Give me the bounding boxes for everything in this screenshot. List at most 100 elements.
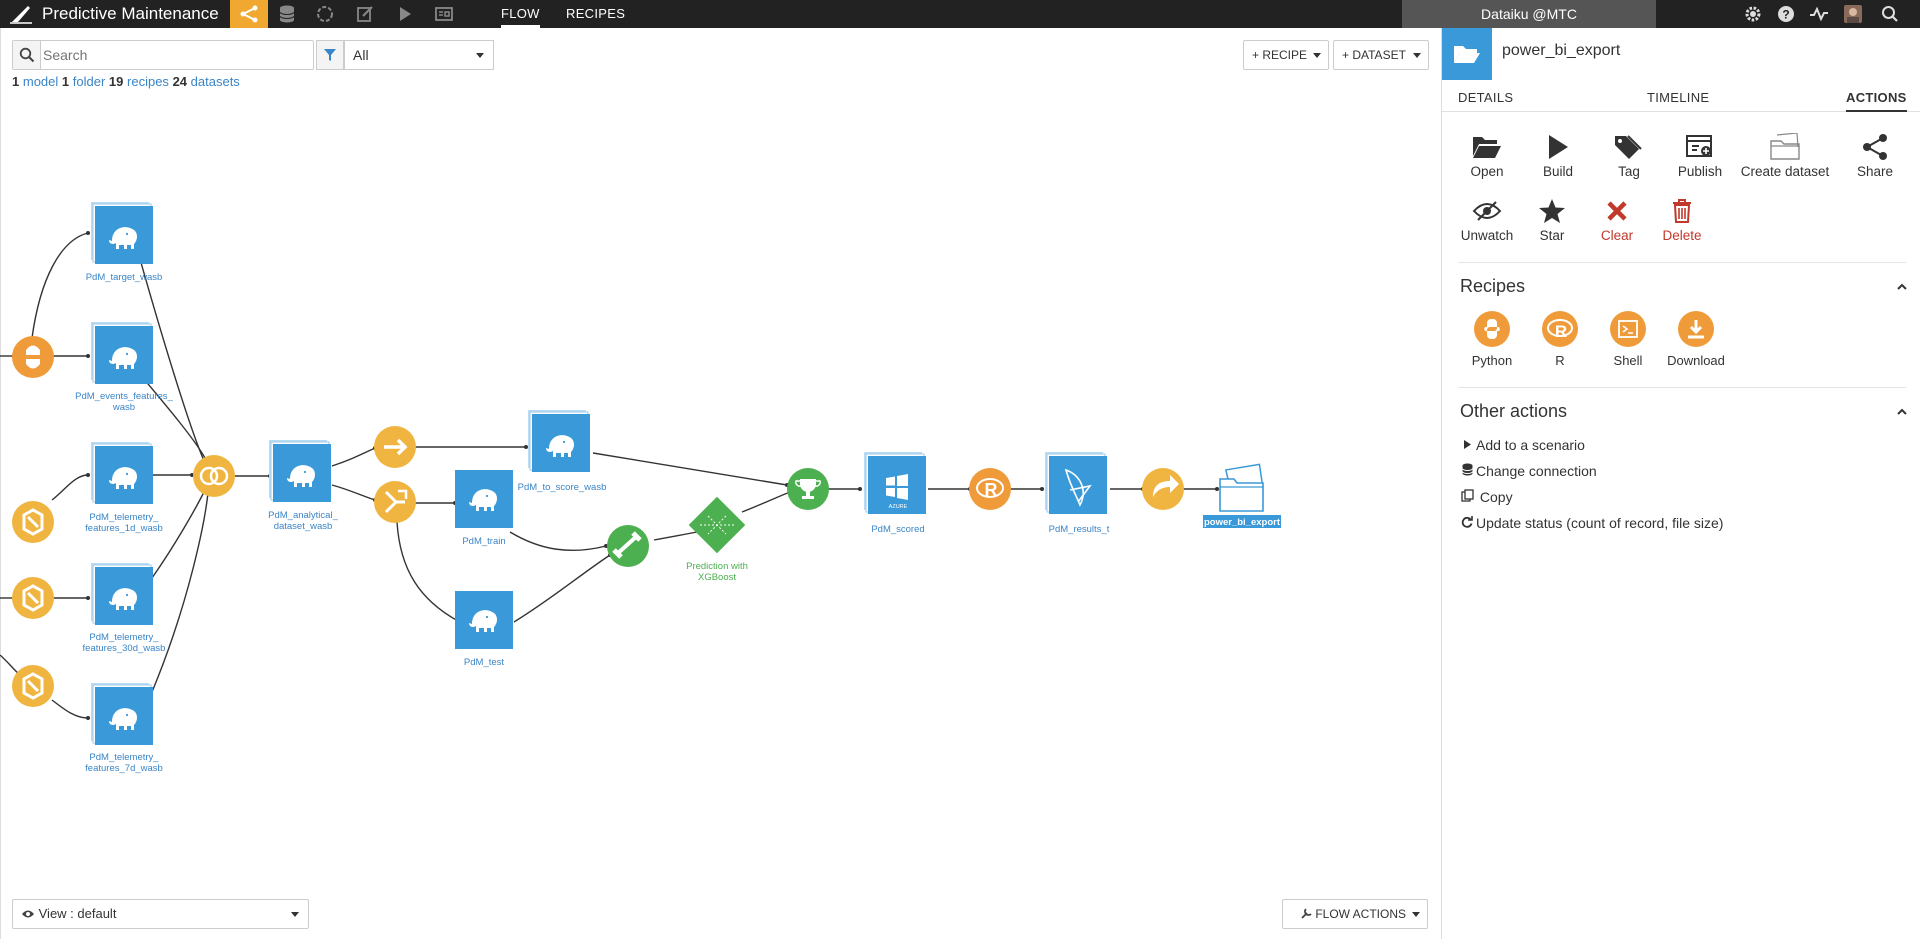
join-recipe-node[interactable] [193,455,235,497]
chevron-up-icon[interactable] [1897,407,1907,417]
share-action[interactable]: Share [1839,132,1911,182]
build-action[interactable]: Build [1522,132,1594,182]
managed-folder-node[interactable]: power_bi_export [1203,463,1281,528]
filter-select[interactable]: All [344,40,494,70]
dataset-node-telemetry-7d[interactable]: PdM_telemetry_ features_7d_wasb [85,682,163,774]
window-recipe-node-1[interactable] [12,501,54,543]
tab-flow[interactable]: FLOW [501,0,540,28]
dataset-node-analytical[interactable]: PdM_analytical_ dataset_wasb [268,439,339,532]
python-recipe-node[interactable] [12,336,54,378]
activity-icon[interactable] [1809,4,1829,24]
window-recipe-node-2[interactable] [12,577,54,619]
unwatch-action[interactable]: Unwatch [1451,196,1523,246]
delete-label: Delete [1662,228,1702,243]
folders-link[interactable]: folder [72,74,106,89]
flow-icon[interactable] [230,0,268,28]
chevron-up-icon[interactable] [1897,282,1907,292]
lab-icon[interactable] [306,0,344,28]
change-connection-action[interactable]: Change connection [1460,461,1597,481]
window-recipe-node-3[interactable] [12,665,54,707]
models-link[interactable]: model [22,74,59,89]
add-recipe-button[interactable]: + RECIPE [1243,40,1329,70]
notebook-icon[interactable] [346,0,384,28]
recipes-section-title[interactable]: Recipes [1460,276,1526,296]
dataset-node-telemetry-1d[interactable]: PdM_telemetry_ features_1d_wasb [85,441,163,534]
star-action[interactable]: Star [1516,196,1588,246]
flow-canvas[interactable] [0,28,1440,939]
search-input[interactable] [43,43,311,67]
dataset-node-train[interactable]: PdM_train [455,470,513,547]
copy-action[interactable]: Copy [1460,487,1513,507]
view-select[interactable]: View : default [12,899,309,929]
shell-recipe-button[interactable]: Shell [1593,311,1663,368]
dataset-label: dataset_wasb [274,521,333,532]
gear-icon[interactable] [1743,4,1763,24]
dataiku-logo-icon[interactable] [6,3,36,25]
model-label: Prediction with [686,561,748,572]
download-recipe-button[interactable]: Download [1661,311,1731,368]
publish-action[interactable]: Publish [1664,132,1736,182]
r-recipe-node[interactable]: R [969,468,1011,510]
instance-name[interactable]: Dataiku @MTC [1402,0,1656,28]
filter-button[interactable] [316,40,344,70]
datasets-link[interactable]: datasets [190,74,240,89]
dataset-label: PdM_events_features_ [75,391,173,402]
train-recipe-node[interactable] [607,525,649,567]
clear-action[interactable]: Clear [1581,196,1653,246]
dataset-label: PdM_telemetry_ [89,512,159,523]
view-select-value: View : default [38,906,117,921]
project-name[interactable]: Predictive Maintenance [42,4,219,23]
dataset-node-to-score[interactable]: PdM_to_score_wasb [518,409,607,493]
flow-actions-button[interactable]: FLOW ACTIONS [1282,899,1428,929]
dataset-node-events[interactable]: PdM_events_features_ wasb [75,321,174,413]
scenarios-play-icon[interactable] [386,0,424,28]
datasets-icon[interactable] [268,0,306,28]
chevron-down-icon [476,53,484,58]
dashboard-icon[interactable] [425,0,463,28]
open-action[interactable]: Open [1451,132,1523,182]
tab-details[interactable]: DETAILS [1458,90,1514,105]
eye-icon [22,910,34,918]
dataset-label: PdM_to_score_wasb [518,482,607,493]
split-recipe-node[interactable] [374,481,416,523]
tab-actions[interactable]: ACTIONS [1846,90,1907,112]
export-recipe-node[interactable] [1142,468,1184,510]
recipes-link[interactable]: recipes [127,74,169,89]
dataset-node-test[interactable]: PdM_test [455,591,513,668]
model-label: XGBoost [698,572,736,583]
publish-icon [1664,132,1736,162]
share-label: Share [1856,164,1894,179]
dataset-node-results[interactable]: PdM_results_t [1044,451,1110,535]
tag-action[interactable]: Tag [1593,132,1665,182]
folder-label: power_bi_export [1204,517,1281,528]
tab-recipes[interactable]: RECIPES [566,6,626,21]
dataset-label: PdM_telemetry_ [89,752,159,763]
dataset-node-target[interactable]: PdM_target_wasb [86,201,163,283]
filter-icon [324,49,336,61]
chevron-down-icon [1313,53,1321,58]
open-label: Open [1470,164,1504,179]
other-actions-title[interactable]: Other actions [1460,401,1568,421]
add-dataset-button[interactable]: + DATASET [1333,40,1429,70]
saved-model-node[interactable]: Prediction with XGBoost [686,496,748,583]
help-icon[interactable]: ? [1776,4,1796,24]
dataset-label: PdM_scored [871,524,924,535]
tab-timeline[interactable]: TIMELINE [1647,90,1710,105]
tag-label: Tag [1618,164,1640,179]
tag-icon [1593,132,1665,162]
add-to-scenario-action[interactable]: Add to a scenario [1460,435,1585,455]
update-status-action[interactable]: Update status (count of record, file siz… [1460,513,1723,533]
sync-recipe-node[interactable] [374,426,416,468]
dataset-node-scored[interactable]: AZURE PdM_scored [863,451,927,535]
panel-title: power_bi_export [1502,42,1621,59]
count-models: 1 [12,74,20,89]
python-recipe-button[interactable]: Python [1457,311,1527,368]
dataset-node-telemetry-30d[interactable]: PdM_telemetry_ features_30d_wasb [83,562,166,654]
r-recipe-button[interactable]: R R [1525,311,1595,368]
folder-icon [1735,132,1835,162]
avatar[interactable] [1843,4,1863,24]
score-recipe-node[interactable] [787,468,829,510]
delete-action[interactable]: Delete [1646,196,1718,246]
search-icon[interactable] [1880,4,1900,24]
create-dataset-action[interactable]: Create dataset [1735,132,1835,182]
